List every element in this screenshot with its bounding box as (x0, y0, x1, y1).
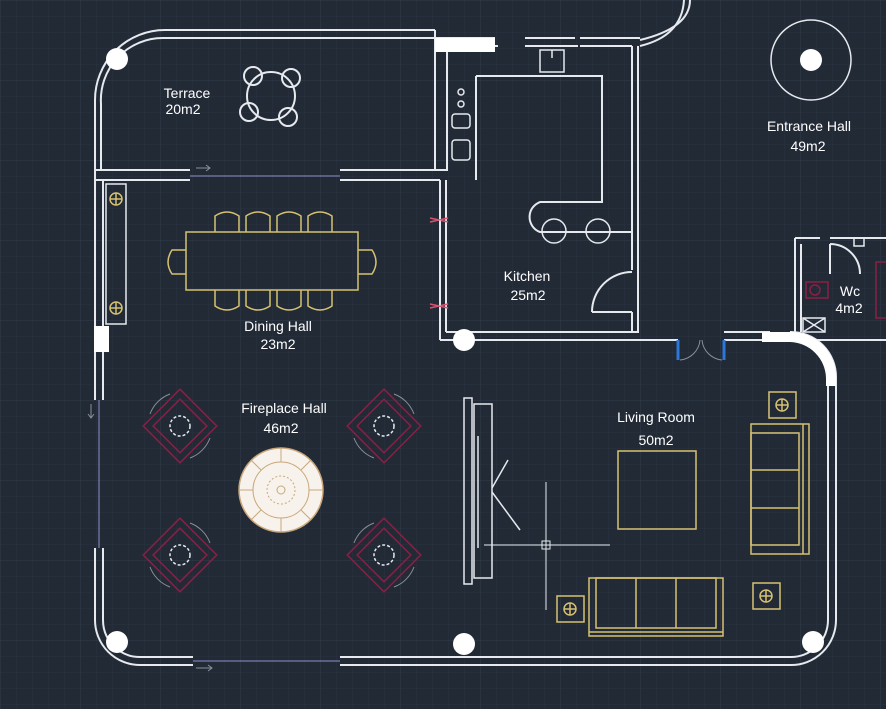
dining-chairs-bottom (214, 290, 333, 311)
side-tables (556, 391, 797, 623)
columns (106, 48, 824, 655)
kitchen-door-arc (591, 271, 633, 313)
wc-door (829, 243, 861, 275)
column-s (453, 633, 475, 655)
cad-crosshair-cursor (484, 482, 610, 610)
southeast-corner-block (762, 331, 837, 386)
terrace-table (239, 66, 301, 127)
kitchen-window (429, 217, 449, 309)
column-sw (106, 631, 128, 653)
fireplace-hall-label: Fireplace Hall (241, 400, 327, 416)
north-opening-block (435, 38, 495, 52)
armchair-nw (142, 388, 218, 464)
entrance-arc-2 (639, 0, 685, 47)
column-kitchen (453, 329, 475, 351)
column-se (802, 631, 824, 653)
living-sofa-bottom (588, 577, 724, 637)
living-sofa-right (750, 423, 810, 555)
kitchen-label: Kitchen (504, 268, 551, 284)
stool-1 (541, 218, 567, 244)
terrace-label: Terrace (164, 85, 211, 101)
oven-icon (451, 139, 471, 161)
dining-hall-area: 23m2 (260, 336, 295, 352)
fireplace-hall-area: 46m2 (263, 420, 298, 436)
entrance-hall-area: 49m2 (790, 138, 825, 154)
terrace-round-table (246, 71, 296, 121)
kitchen-counter (476, 75, 632, 233)
armchair-se (346, 517, 422, 593)
column-entrance-center (800, 49, 822, 71)
armchair-sw (142, 517, 218, 593)
tv-wall-unit (463, 397, 521, 585)
living-room-area: 50m2 (638, 432, 673, 448)
dining-set (167, 211, 377, 311)
living-room-label: Living Room (617, 409, 695, 425)
fireplace (238, 447, 324, 533)
kitchen-area: 25m2 (510, 287, 545, 303)
kitchen-fixtures (451, 49, 611, 244)
armchair-ne (346, 388, 422, 464)
wc-fixtures (802, 237, 886, 333)
dining-table (185, 231, 359, 291)
wc-area: 4m2 (835, 300, 862, 316)
column-nw (106, 48, 128, 70)
dining-hall-label: Dining Hall (244, 318, 312, 334)
west-planters (105, 183, 127, 325)
entrance-hall-label: Entrance Hall (767, 118, 851, 134)
window-arrows (87, 164, 213, 672)
room-labels: Terrace 20m2 Entrance Hall 49m2 Kitchen … (164, 85, 863, 448)
living-room-furniture (484, 391, 810, 637)
entrance-round-table (770, 19, 852, 101)
coffee-table (617, 450, 697, 530)
stool-2 (585, 218, 611, 244)
terrace-area: 20m2 (165, 101, 200, 117)
fireplace-armchairs (142, 388, 422, 593)
entrance-door (676, 339, 726, 361)
stove-icon (451, 113, 471, 129)
wc-label: Wc (840, 283, 860, 299)
terrace-south-wall (95, 46, 448, 171)
west-block (94, 326, 109, 352)
dining-chair-left (167, 249, 186, 275)
dining-chair-right (358, 249, 377, 275)
kitchen-south-wall (440, 46, 678, 341)
dining-chairs-top (214, 211, 333, 232)
structural-blocks (94, 38, 837, 386)
